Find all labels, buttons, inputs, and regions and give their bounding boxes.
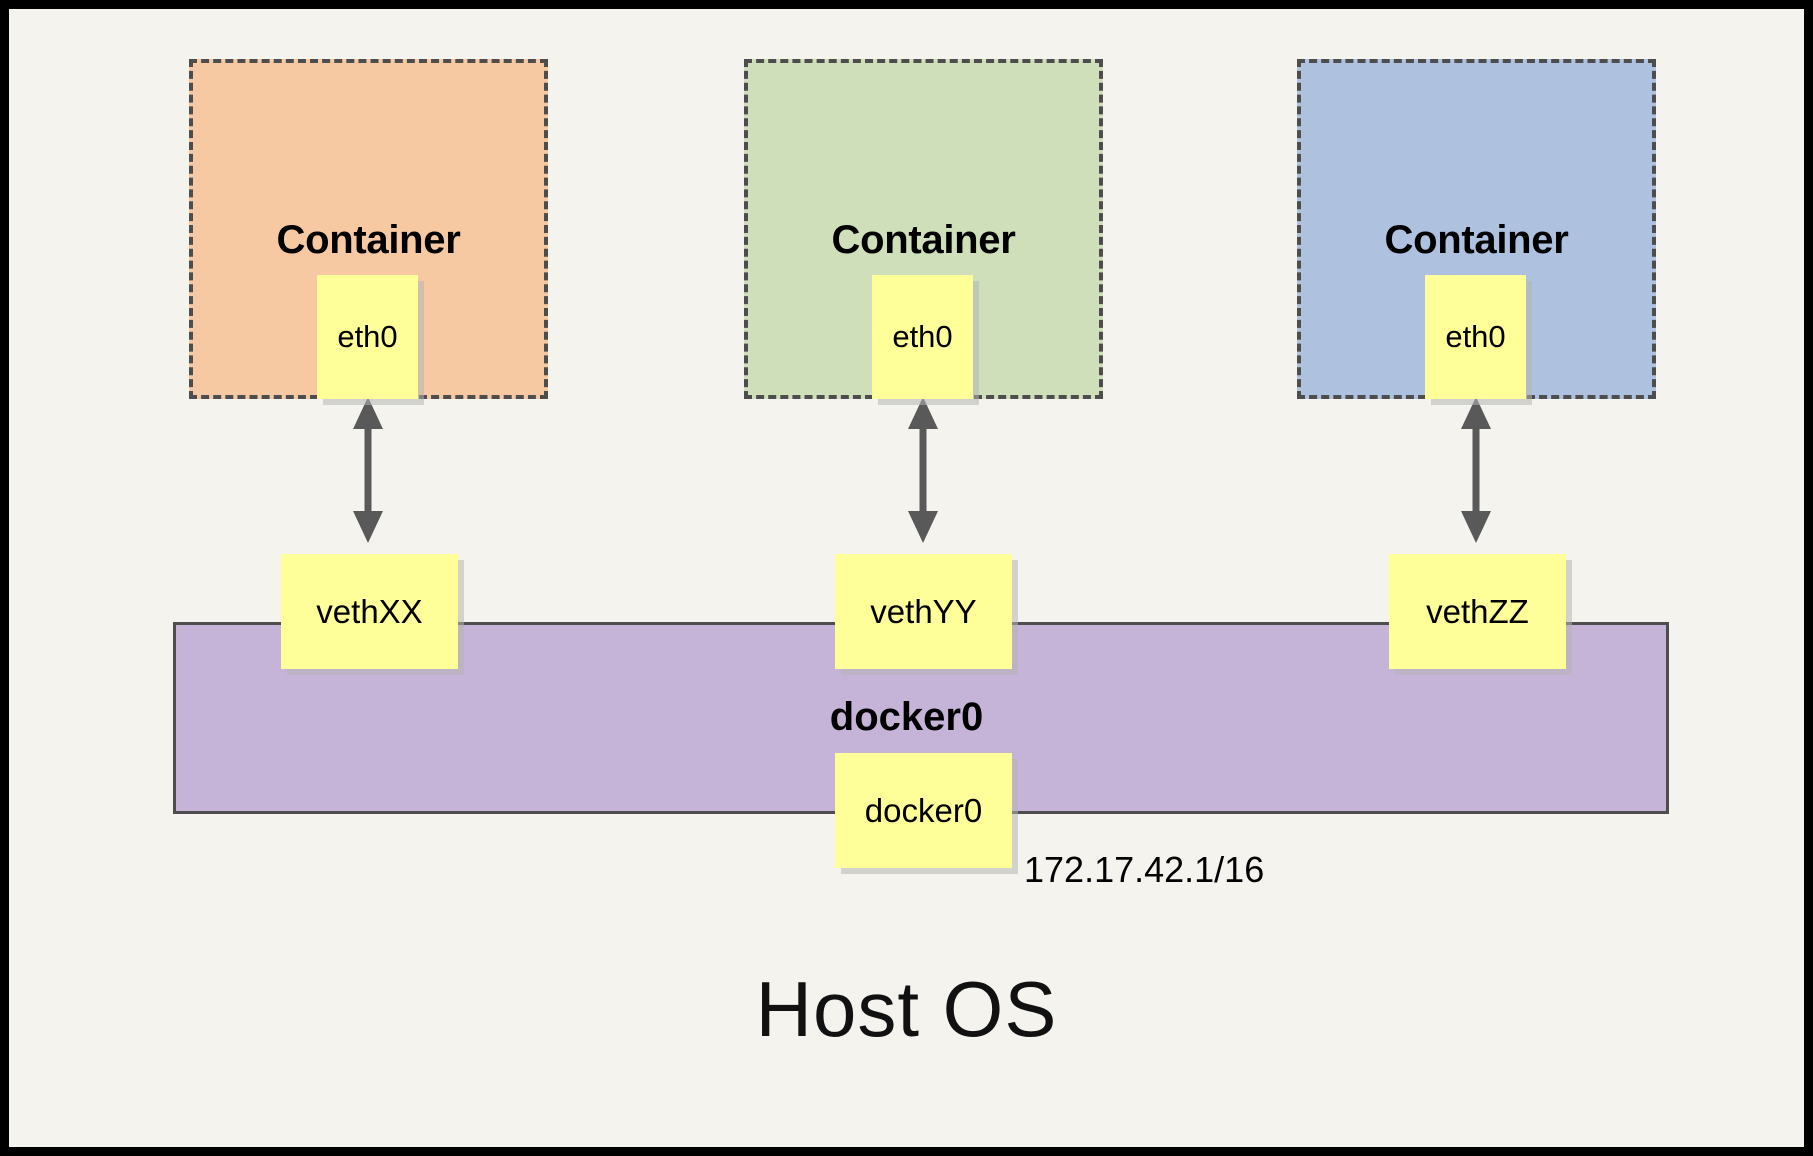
eth0-box-2[interactable]: eth0 — [872, 275, 973, 399]
arrow-container-1-to-veth-1 — [353, 397, 383, 543]
docker0-interface-box[interactable]: docker0 — [835, 753, 1012, 868]
container-box-3[interactable]: Container — [1297, 59, 1656, 399]
veth-label-3: vethZZ — [1426, 592, 1529, 630]
docker0-interface-label: docker0 — [864, 791, 983, 829]
eth0-label-3: eth0 — [1445, 319, 1506, 354]
container-title-3: Container — [1384, 218, 1569, 262]
eth0-label-2: eth0 — [892, 319, 953, 354]
veth-label-1: vethXX — [316, 592, 423, 630]
eth0-box-3[interactable]: eth0 — [1425, 275, 1526, 399]
veth-box-2[interactable]: vethYY — [835, 554, 1012, 669]
container-title-1: Container — [276, 218, 461, 262]
docker0-bridge-title: docker0 — [829, 695, 984, 739]
veth-box-3[interactable]: vethZZ — [1389, 554, 1566, 669]
host-os-label: Host OS — [755, 965, 1058, 1053]
eth0-box-1[interactable]: eth0 — [317, 275, 418, 399]
veth-box-1[interactable]: vethXX — [281, 554, 458, 669]
container-title-2: Container — [831, 218, 1016, 262]
arrow-container-3-to-veth-3 — [1461, 397, 1491, 543]
veth-label-2: vethYY — [870, 592, 977, 630]
eth0-label-1: eth0 — [337, 319, 398, 354]
arrow-container-2-to-veth-2 — [908, 397, 938, 543]
docker0-ip-label: 172.17.42.1/16 — [1024, 849, 1265, 890]
